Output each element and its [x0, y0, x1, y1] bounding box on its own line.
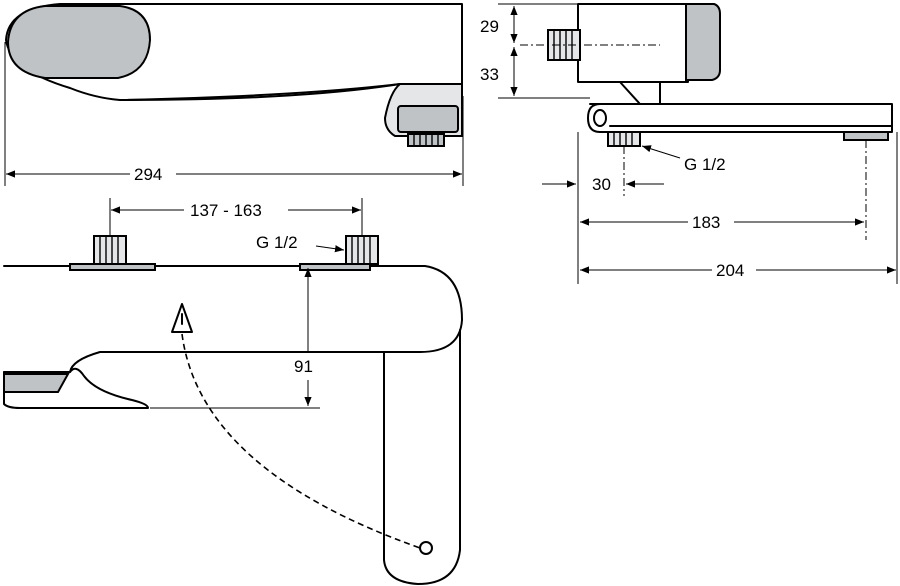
dim-30-label: 30 — [592, 175, 611, 194]
thread-callout-front: G 1/2 — [256, 233, 345, 253]
dimension-183: 183 — [580, 213, 864, 232]
spout-outline-top — [5, 3, 463, 101]
dimension-294: 294 — [4, 42, 464, 186]
side-view — [520, 3, 893, 240]
warning-triangle-icon — [171, 303, 193, 333]
dimension-30: 30 — [542, 132, 664, 284]
lever-front — [383, 329, 461, 585]
top-view — [5, 3, 463, 147]
dim-294-label: 294 — [134, 165, 162, 184]
outlet-thread-side — [607, 131, 641, 147]
handle-side — [685, 3, 721, 81]
thread-label-side: G 1/2 — [684, 155, 726, 174]
mixer-body-side — [577, 3, 689, 83]
dim-137-163-label: 137 - 163 — [190, 201, 262, 220]
dimension-29-33: 29 33 — [480, 3, 590, 99]
inlet-thread-left — [93, 235, 127, 265]
dim-91-label: 91 — [294, 357, 313, 376]
spout-side — [587, 103, 893, 133]
dimension-91: 91 — [150, 268, 320, 409]
inlet-thread-right — [345, 235, 379, 265]
dim-183-label: 183 — [692, 213, 720, 232]
lever-arc-path — [181, 333, 421, 549]
dim-29-label: 29 — [480, 17, 499, 36]
dimension-137-163: 137 - 163 — [109, 198, 363, 236]
handle-disc-top — [6, 5, 152, 79]
thread-label-front: G 1/2 — [256, 233, 298, 252]
spout-front — [3, 367, 149, 409]
front-view — [3, 235, 463, 585]
thread-callout-side: G 1/2 — [641, 145, 726, 174]
dimension-204: 204 — [580, 132, 898, 284]
mixer-body-front — [3, 265, 463, 373]
dim-33-label: 33 — [480, 65, 499, 84]
lever-pivot — [419, 541, 433, 555]
dim-204-label: 204 — [716, 261, 744, 280]
